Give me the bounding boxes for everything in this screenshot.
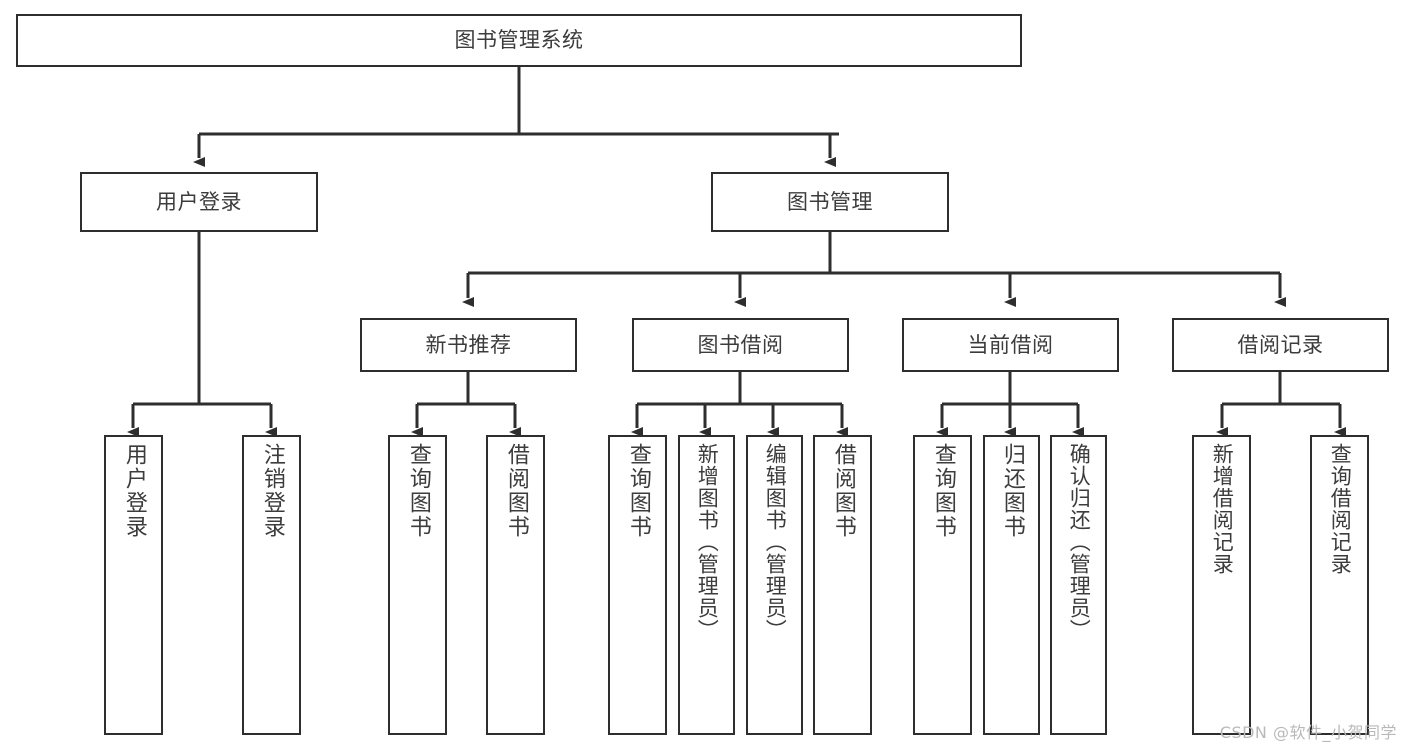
- node-leaf-return-book-label: 归还图书: [999, 443, 1025, 539]
- node-root-system[interactable]: 图书管理系统: [16, 14, 1022, 67]
- node-current-borrow[interactable]: 当前借阅: [902, 318, 1119, 372]
- node-leaf-edit-book-admin-label: 编辑图书（管理员）: [763, 443, 788, 641]
- node-borrow-record-label: 借阅记录: [1237, 332, 1324, 357]
- node-leaf-return-book[interactable]: 归还图书: [983, 435, 1040, 735]
- node-leaf-query-book-current-label: 查询图书: [930, 443, 956, 539]
- node-leaf-query-book[interactable]: 查询图书: [608, 435, 667, 735]
- node-book-borrow-label: 图书借阅: [697, 332, 784, 357]
- node-leaf-query-book-label: 查询图书: [625, 443, 651, 539]
- node-root-system-label: 图书管理系统: [454, 28, 584, 53]
- node-book-manage[interactable]: 图书管理: [711, 172, 949, 232]
- node-leaf-logout-label: 注销登录: [259, 443, 285, 539]
- node-leaf-add-book-admin[interactable]: 新增图书（管理员）: [678, 435, 735, 735]
- node-leaf-borrow-book-recommend-label: 借阅图书: [503, 443, 529, 539]
- node-leaf-borrow-book-recommend[interactable]: 借阅图书: [486, 435, 545, 735]
- node-leaf-user-login[interactable]: 用户登录: [104, 435, 163, 735]
- node-user-login-label: 用户登录: [156, 189, 242, 214]
- node-leaf-borrow-book[interactable]: 借阅图书: [813, 435, 872, 735]
- node-book-borrow[interactable]: 图书借阅: [632, 318, 849, 372]
- node-leaf-logout[interactable]: 注销登录: [242, 435, 301, 735]
- node-leaf-add-borrow-record[interactable]: 新增借阅记录: [1192, 435, 1251, 735]
- node-leaf-query-book-recommend[interactable]: 查询图书: [388, 435, 447, 735]
- node-leaf-borrow-book-label: 借阅图书: [830, 443, 856, 539]
- node-leaf-query-borrow-record-label: 查询借阅记录: [1328, 443, 1353, 575]
- node-leaf-query-borrow-record[interactable]: 查询借阅记录: [1310, 435, 1369, 735]
- node-leaf-confirm-return-admin-label: 确认归还（管理员）: [1067, 443, 1092, 641]
- node-borrow-record[interactable]: 借阅记录: [1172, 318, 1389, 372]
- node-leaf-edit-book-admin[interactable]: 编辑图书（管理员）: [746, 435, 803, 735]
- node-new-book-recommend[interactable]: 新书推荐: [360, 318, 577, 372]
- node-current-borrow-label: 当前借阅: [967, 332, 1054, 357]
- node-leaf-query-book-recommend-label: 查询图书: [405, 443, 431, 539]
- node-leaf-add-borrow-record-label: 新增借阅记录: [1210, 443, 1235, 575]
- node-user-login[interactable]: 用户登录: [80, 172, 318, 232]
- node-book-manage-label: 图书管理: [787, 189, 873, 214]
- node-leaf-add-book-admin-label: 新增图书（管理员）: [695, 443, 720, 641]
- node-leaf-user-login-label: 用户登录: [121, 443, 147, 539]
- node-new-book-recommend-label: 新书推荐: [425, 332, 512, 357]
- node-leaf-query-book-current[interactable]: 查询图书: [913, 435, 972, 735]
- node-leaf-confirm-return-admin[interactable]: 确认归还（管理员）: [1050, 435, 1107, 735]
